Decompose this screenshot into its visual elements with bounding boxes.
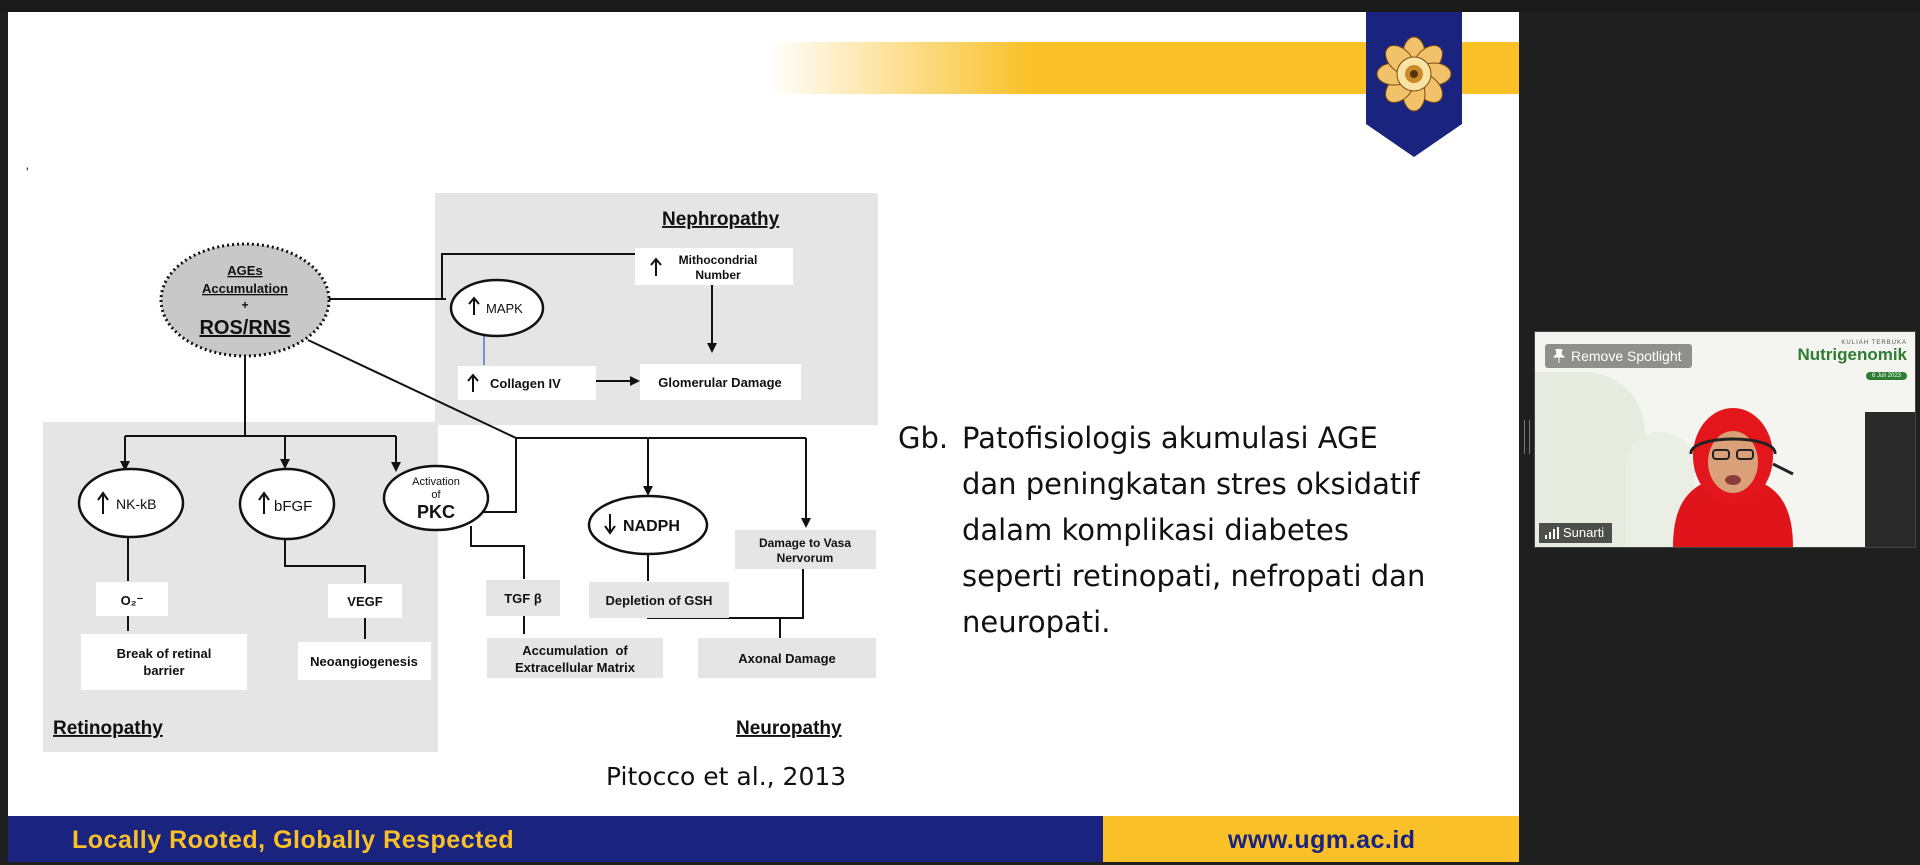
- footer-blue-bar: [8, 816, 1103, 862]
- svg-text:Glomerular Damage: Glomerular Damage: [658, 375, 782, 390]
- vasa-node: [735, 530, 876, 569]
- svg-text:Number: Number: [695, 268, 741, 282]
- axonal-node: [698, 638, 876, 678]
- nephropathy-title: Nephropathy: [662, 209, 780, 230]
- svg-text:bFGF: bFGF: [274, 498, 312, 515]
- svg-text:Axonal Damage: Axonal Damage: [738, 651, 836, 666]
- background-chair: [1865, 412, 1915, 547]
- svg-text:Collagen IV: Collagen IV: [490, 376, 561, 391]
- participant-name: Sunarti: [1563, 525, 1605, 540]
- svg-text:AGEs: AGEs: [227, 263, 262, 278]
- retinopathy-title: Retinopathy: [53, 718, 163, 739]
- footer-url: www.ugm.ac.id: [1228, 826, 1416, 854]
- caption-label: Gb.: [898, 421, 949, 455]
- citation: Pitocco et al., 2013: [606, 762, 847, 791]
- footer-gold-bar: [1103, 816, 1519, 862]
- svg-text:Mithocondrial: Mithocondrial: [679, 253, 758, 267]
- svg-text:Activation: Activation: [412, 476, 460, 488]
- svg-text:of: of: [431, 489, 441, 501]
- pathophysiology-diagram: Nephropathy Retinopathy Neuropathy: [43, 193, 878, 752]
- svg-text:Nervorum: Nervorum: [777, 551, 834, 565]
- svg-text:+: +: [241, 298, 248, 312]
- svg-text:Break of retinal: Break of retinal: [117, 646, 212, 661]
- svg-text:barrier: barrier: [143, 663, 184, 678]
- panel-resize-handle[interactable]: [1524, 420, 1530, 454]
- remove-spotlight-label: Remove Spotlight: [1571, 348, 1682, 364]
- svg-text:TGF β: TGF β: [504, 591, 542, 606]
- collagen-node: [458, 366, 596, 400]
- glomerular-node: [640, 364, 801, 400]
- figure-caption: Gb. Patofisiologis akumulasi AGE dan peni…: [898, 415, 1498, 645]
- ages-node: [159, 242, 331, 358]
- svg-text:PKC: PKC: [417, 502, 455, 522]
- participant-name-tag: Sunarti: [1539, 523, 1613, 543]
- svg-text:Depletion of GSH: Depletion of GSH: [606, 593, 713, 608]
- speaker-avatar: [1673, 408, 1794, 547]
- ugm-emblem-icon: [1366, 12, 1462, 157]
- vegf-node: [328, 584, 402, 618]
- neuropathy-title: Neuropathy: [736, 718, 842, 739]
- stray-mark: ': [26, 164, 29, 180]
- caption-line-5: neuropati.: [962, 605, 1111, 639]
- tgf-node: [486, 580, 560, 616]
- pkc-node: [382, 464, 490, 532]
- gsh-node: [589, 582, 729, 618]
- caption-line-3: dalam komplikasi diabetes: [962, 513, 1349, 547]
- svg-text:Accumulation of: Accumulation of: [522, 643, 628, 658]
- svg-text:VEGF: VEGF: [347, 594, 382, 609]
- shared-slide: ' Nephropathy Retinopathy Neuropathy: [8, 12, 1519, 862]
- signal-bars-icon: [1545, 527, 1559, 539]
- caption-line-2: dan peningkatan stres oksidatif: [962, 467, 1420, 501]
- svg-text:MAPK: MAPK: [486, 301, 523, 316]
- top-bar: [0, 0, 1920, 12]
- caption-line-1: Patofisiologis akumulasi AGE: [962, 421, 1378, 455]
- svg-text:Neoangiogenesis: Neoangiogenesis: [310, 654, 418, 669]
- svg-text:Extracellular Matrix: Extracellular Matrix: [515, 660, 636, 675]
- pin-icon: [1553, 349, 1565, 363]
- ecm-node: [487, 638, 663, 678]
- nfkb-node: [77, 467, 185, 539]
- mapk-node: [449, 278, 545, 338]
- remove-spotlight-button[interactable]: Remove Spotlight: [1545, 344, 1692, 368]
- neoangiogenesis-node: [298, 642, 431, 680]
- bfgf-node: [238, 467, 336, 541]
- svg-text:ROS/RNS: ROS/RNS: [199, 317, 290, 339]
- retinal-barrier-node: [81, 634, 247, 690]
- footer-slogan: Locally Rooted, Globally Respected: [72, 826, 515, 854]
- speaker-video-tile[interactable]: KULIAH TERBUKA Nutrigenomik 6 Juli 2023 …: [1534, 331, 1916, 548]
- mitochondrial-node: [635, 248, 793, 285]
- event-branding: KULIAH TERBUKA Nutrigenomik 6 Juli 2023: [1797, 340, 1907, 380]
- svg-text:Accumulation: Accumulation: [202, 281, 288, 296]
- svg-text:NADPH: NADPH: [623, 518, 680, 535]
- caption-line-4: seperti retinopati, nefropati dan: [962, 559, 1426, 593]
- svg-text:Damage to Vasa: Damage to Vasa: [759, 536, 851, 550]
- svg-text:O₂⁻: O₂⁻: [121, 593, 144, 608]
- nadph-node: [587, 494, 709, 556]
- o2-node: [96, 582, 168, 616]
- svg-text:NK-kB: NK-kB: [116, 496, 156, 512]
